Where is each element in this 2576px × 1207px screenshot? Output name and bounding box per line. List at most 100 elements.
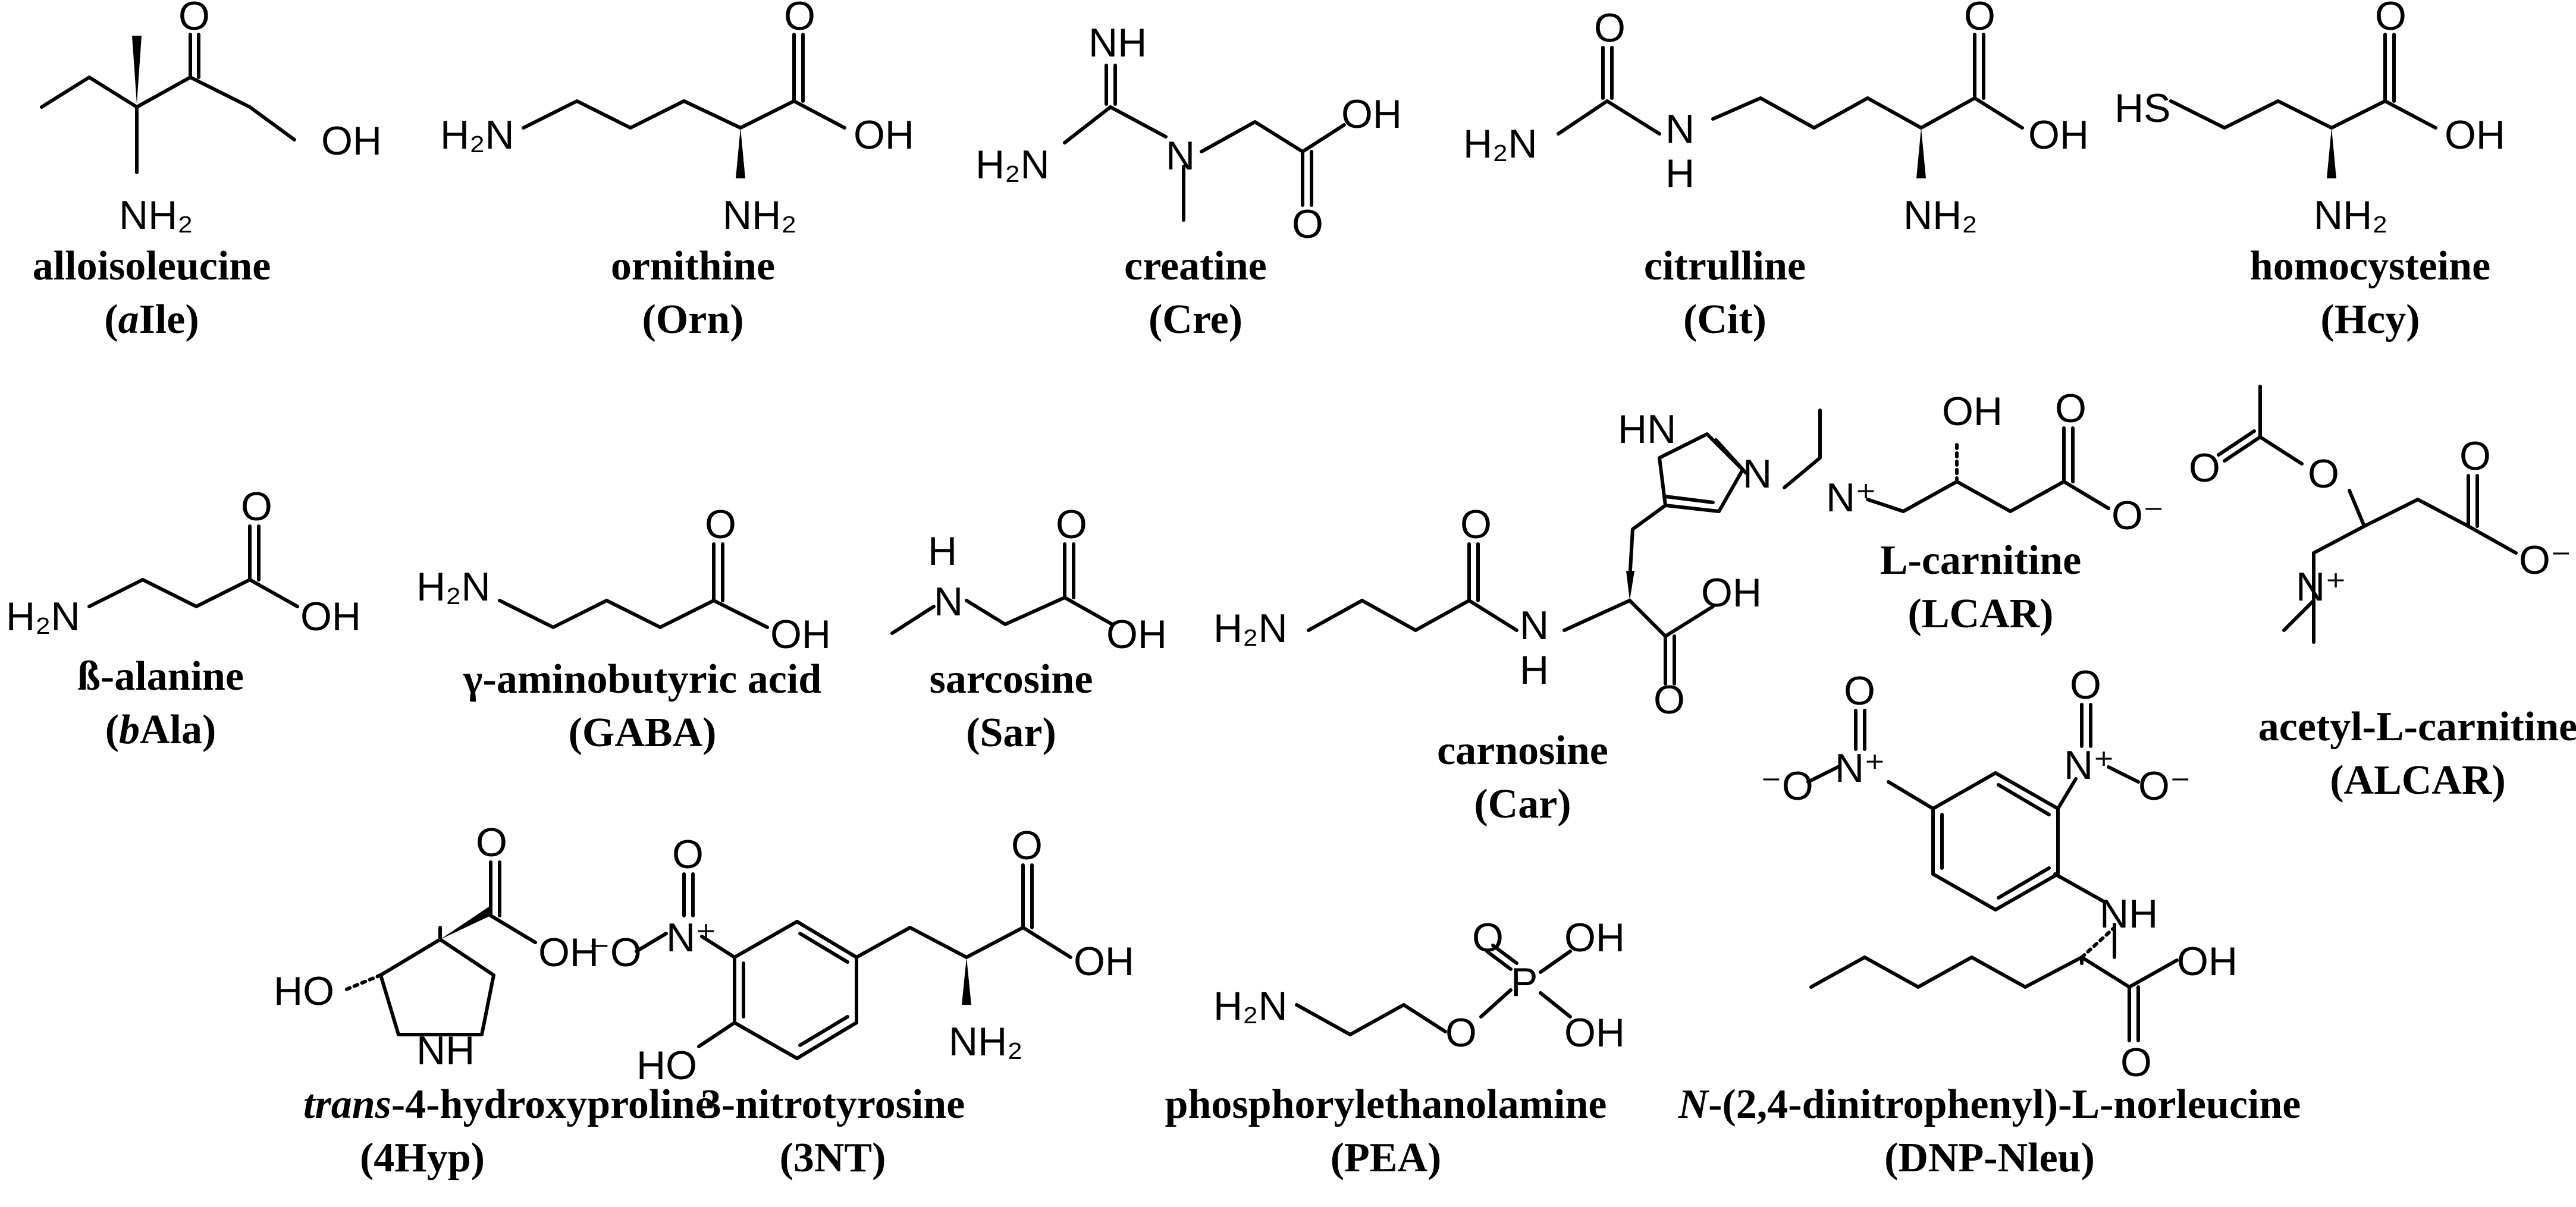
abbr-phosphorylethanolamine: (PEA) [1331, 1135, 1442, 1181]
atom-n: N [1743, 451, 1772, 496]
atom-nh: NH [1088, 20, 1147, 65]
structure-alloisoleucine: O OH NH₂ [40, 0, 382, 238]
structure-l-carnitine: N⁺ OH O O⁻ [1783, 386, 2164, 538]
atom-oh: OH [1074, 939, 1134, 984]
label-acetyl-l-carnitine: acetyl-L-carnitine [2258, 704, 2576, 750]
atom-o: O [241, 484, 272, 529]
atom-o2: O [1472, 915, 1504, 960]
atom-o: O [1844, 668, 1875, 713]
label-dnp-norleucine: N-(2,4-dinitrophenyl)-L-norleucine [1678, 1082, 2301, 1127]
atom-h: H [928, 529, 957, 574]
atom-o: O [672, 832, 704, 877]
atom-nh: NH [2100, 891, 2158, 936]
atom-o2: O [2308, 451, 2339, 496]
atom-nh2: NH₂ [723, 193, 797, 238]
abbr-trans-4-hydroxyproline: (4Hyp) [360, 1135, 485, 1181]
label-creatine: creatine [1124, 243, 1267, 289]
abbr-beta-alanine: (bAla) [105, 707, 217, 753]
structure-citrulline: O H₂N N H O OH NH₂ [1463, 0, 2089, 238]
structure-ornithine: H₂N O OH NH₂ [440, 0, 914, 238]
atom-nh: NH [416, 1028, 475, 1073]
atom-o: O [1292, 202, 1323, 247]
atom-nplus: N⁺ [1826, 475, 1877, 520]
atom-nh2: NH₂ [119, 193, 193, 238]
abbr-3-nitrotyrosine: (3NT) [780, 1135, 886, 1181]
structure-carnosine: HN N H₂N O N H OH O [1213, 407, 1772, 722]
atom-oh: OH [2028, 112, 2089, 158]
atom-h2n: H₂N [6, 594, 80, 639]
atom-oh: OH [2445, 112, 2505, 158]
atom-nh2: NH₂ [949, 1019, 1023, 1064]
atom-oh: OH [1106, 612, 1167, 657]
atom-hn: HN [1618, 407, 1676, 452]
atom-o: O [1460, 502, 1492, 547]
abbr-gaba: (GABA) [569, 710, 717, 756]
structure-acetyl-l-carnitine: O O O O⁻ N⁺ [2189, 385, 2572, 644]
label-ornithine: ornithine [611, 243, 775, 289]
label-citrulline: citrulline [1644, 243, 1806, 289]
atom-h: H [1520, 647, 1549, 693]
abbr-homocysteine: (Hcy) [2320, 297, 2420, 342]
atom-nh2: NH₂ [1903, 193, 1978, 238]
atom-oh: OH [1942, 389, 2003, 434]
atom-o2: O [2070, 662, 2101, 708]
structure-3-nitrotyrosine: O N⁺ ⁻O HO O OH NH₂ [589, 823, 1134, 1088]
atom-o2: O [1964, 0, 1995, 39]
atom-nplus2: N⁺ [2064, 743, 2114, 788]
atom-ominus: O⁻ [2138, 763, 2191, 809]
atom-o: O [2055, 386, 2086, 431]
atom-h2n: H₂N [416, 564, 491, 609]
label-gaba: γ-aminobutyric acid [463, 656, 822, 702]
atom-minus-o: ⁻O [1761, 763, 1813, 809]
atom-n2: N [1520, 603, 1549, 648]
atom-o: O [1445, 1010, 1477, 1055]
atom-oh: OH [770, 612, 831, 657]
abbr-citrulline: (Cit) [1683, 297, 1767, 342]
abbr-dnp-norleucine: (DNP-Nleu) [1884, 1135, 2095, 1181]
atom-oh2: OH [1564, 1010, 1625, 1055]
label-alloisoleucine: alloisoleucine [33, 243, 271, 289]
atom-o: O [476, 820, 507, 865]
atom-o: O [1056, 502, 1087, 547]
atom-nh2: NH₂ [2314, 193, 2388, 238]
atom-ominus: O⁻ [2111, 493, 2164, 538]
abbr-alloisoleucine: (aIle) [104, 297, 199, 342]
atom-o: O [2375, 0, 2406, 39]
atom-hs: HS [2114, 86, 2170, 131]
abbr-ornithine: (Orn) [642, 297, 743, 342]
atom-nplus: N⁺ [1835, 746, 1885, 791]
label-l-carnitine: L-carnitine [1880, 538, 2081, 583]
structure-homocysteine: HS O OH NH₂ [2114, 0, 2505, 238]
abbr-l-carnitine: (LCAR) [1908, 591, 2054, 637]
atom-o: O [2189, 445, 2220, 491]
label-3-nitrotyrosine: 3-nitrotyrosine [701, 1082, 965, 1127]
abbr-sarcosine: (Sar) [966, 710, 1056, 756]
atom-h2n: H₂N [440, 112, 514, 158]
label-sarcosine: sarcosine [930, 656, 1093, 702]
atom-oh: OH [321, 118, 382, 164]
atom-oh: OH [854, 112, 914, 158]
structure-phosphorylethanolamine: H₂N O P O OH OH [1213, 915, 1625, 1055]
atom-o2: O [1011, 823, 1043, 868]
structure-gaba: H₂N O OH [416, 502, 831, 657]
atom-oh: OH [2177, 939, 2238, 984]
atom-oh: OH [538, 930, 599, 975]
atom-o: O [178, 0, 210, 39]
structure-sarcosine: H N O OH [890, 502, 1167, 657]
atom-o: O [784, 0, 815, 39]
abbr-creatine: (Cre) [1149, 297, 1242, 342]
atom-oh: OH [1341, 92, 1402, 137]
atom-o: O [705, 502, 736, 547]
abbr-carnosine: (Car) [1474, 781, 1571, 827]
atom-o: O [1594, 5, 1626, 51]
atom-h2n: H₂N [975, 142, 1050, 187]
atom-ominus: O⁻ [2519, 538, 2572, 583]
structure-beta-alanine: H₂N O OH [6, 484, 361, 639]
label-phosphorylethanolamine: phosphorylethanolamine [1165, 1082, 1607, 1127]
label-beta-alanine: ß-alanine [77, 653, 244, 699]
atom-minus-o: ⁻O [589, 930, 642, 975]
abbr-acetyl-l-carnitine: (ALCAR) [2330, 757, 2506, 803]
atom-oh: OH [1564, 915, 1625, 960]
atom-nplus: N⁺ [2296, 564, 2346, 609]
